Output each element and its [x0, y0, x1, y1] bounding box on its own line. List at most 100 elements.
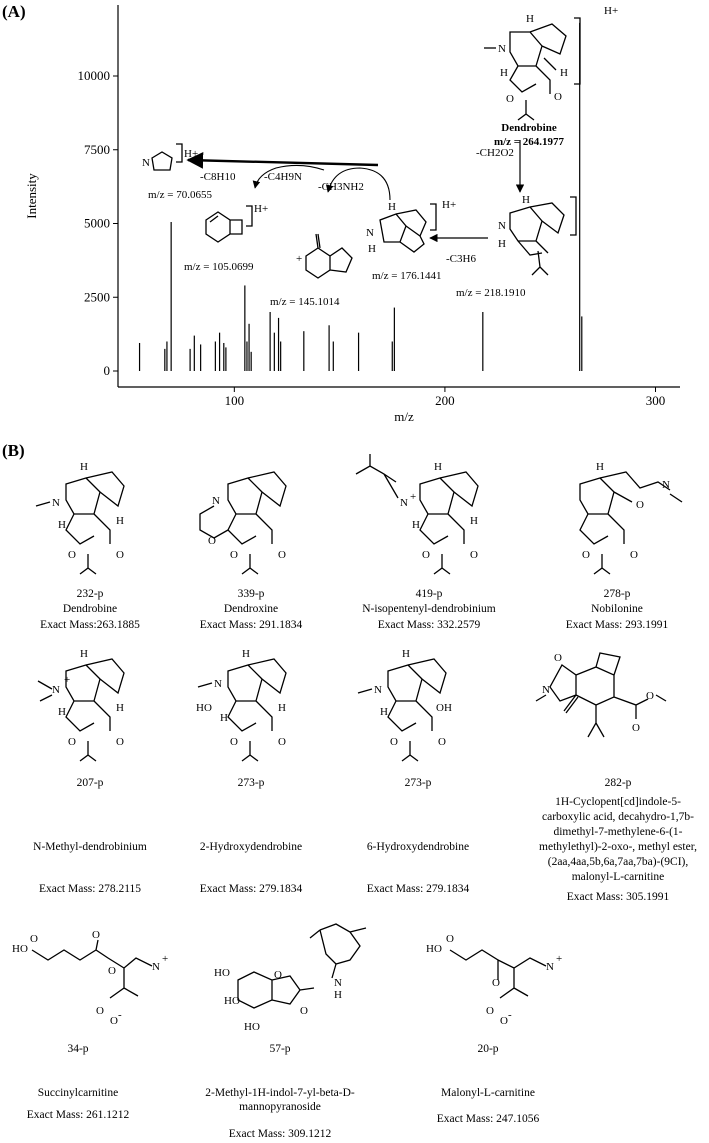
svg-text:N: N: [542, 684, 550, 696]
svg-text:HO: HO: [244, 1021, 260, 1033]
caption-mass: Exact Mass: 309.1212: [229, 1128, 332, 1140]
caption-name: N-isopentenyl-dendrobinium: [362, 603, 496, 615]
dendrobine-mz-label: m/z = 264.1977: [494, 136, 565, 148]
caption-id: 20-p: [477, 1043, 498, 1055]
caption-id: 419-p: [416, 588, 443, 600]
svg-text:HO: HO: [426, 943, 442, 955]
svg-text:N: N: [498, 43, 506, 55]
caption-mass: Exact Mass: 261.1212: [27, 1109, 130, 1121]
svg-text:O: O: [506, 93, 514, 105]
x-axis-label: m/z: [394, 409, 414, 424]
svg-text:H: H: [58, 519, 66, 531]
svg-text:N: N: [374, 684, 382, 696]
mz-218-label: m/z = 218.1910: [456, 287, 526, 299]
svg-text:H: H: [498, 238, 506, 250]
caption-name-line: 1H-Cyclopent[cd]indole-5-: [555, 796, 681, 808]
svg-text:O: O: [108, 965, 116, 977]
x-tick-label: 200: [435, 393, 455, 408]
caption-name-line: methylethyl)-2-oxo-, methyl ester,: [539, 841, 697, 853]
svg-text:O: O: [500, 1015, 508, 1027]
loss-ch2o2: -CH2O2: [476, 147, 514, 159]
svg-text:N: N: [546, 961, 554, 973]
svg-text:O: O: [492, 977, 500, 989]
caption-id: 339-p: [238, 588, 265, 600]
svg-text:+: +: [296, 253, 302, 265]
y-axis-label: Intensity: [24, 173, 39, 219]
caption-273-p-a: 273-p 2-Hydroxydendrobine Exact Mass: 27…: [200, 777, 303, 895]
svg-text:H: H: [80, 461, 88, 473]
y-tick-label: 5000: [84, 216, 110, 231]
x-tick-label: 300: [646, 393, 666, 408]
svg-text:N: N: [366, 227, 374, 239]
y-tick-label: 2500: [84, 289, 110, 304]
caption-name-line: dimethyl-7-methylene-6-(1-: [553, 826, 682, 838]
caption-id: 282-p: [605, 777, 632, 789]
svg-text:O: O: [230, 736, 238, 748]
svg-text:OH: OH: [436, 702, 452, 714]
caption-mass: Exact Mass: 279.1834: [200, 883, 303, 895]
structure-malonyl-l-carnitine: HO O O N+ O O-: [426, 933, 562, 1027]
svg-text:O: O: [116, 549, 124, 561]
svg-text:H: H: [522, 194, 530, 206]
mz-145-label: m/z = 145.1014: [270, 296, 340, 308]
svg-text:H: H: [470, 515, 478, 527]
svg-text:H: H: [434, 461, 442, 473]
caption-mass: Exact Mass: 305.1991: [567, 891, 670, 903]
svg-text:O: O: [278, 736, 286, 748]
svg-text:N: N: [142, 157, 150, 169]
caption-339-p: 339-p Dendroxine Exact Mass: 291.1834: [200, 588, 303, 631]
caption-name: Nobilonine: [591, 603, 643, 615]
svg-text:O: O: [278, 549, 286, 561]
svg-text:O: O: [554, 91, 562, 103]
svg-text:O: O: [486, 1005, 494, 1017]
svg-text:O: O: [554, 652, 562, 664]
fragment-176-structure: N H H: [366, 201, 437, 255]
svg-text:H: H: [220, 712, 228, 724]
caption-name-line: 2-Methyl-1H-indol-7-yl-beta-D-: [205, 1087, 355, 1099]
svg-text:O: O: [274, 969, 282, 981]
hplus-parent: H+: [604, 5, 618, 17]
caption-name: 2-Hydroxydendrobine: [200, 841, 302, 853]
svg-text:O: O: [646, 690, 654, 702]
caption-mass: Exact Mass: 247.1056: [437, 1113, 540, 1125]
dendrobine-name-label: Dendrobine: [501, 122, 557, 134]
svg-text:H: H: [368, 243, 376, 255]
svg-text:O: O: [390, 736, 398, 748]
caption-name: Succinylcarnitine: [38, 1087, 118, 1099]
loss-ch3nh2: -CH3NH2: [318, 181, 364, 193]
caption-20-p: 20-p Malonyl-L-carnitine Exact Mass: 247…: [437, 1043, 540, 1125]
caption-name-line: carboxylic acid, decahydro-1,7b-: [542, 811, 694, 823]
caption-278-p: 278-p Nobilonine Exact Mass: 293.1991: [566, 588, 669, 631]
svg-text:N: N: [152, 961, 160, 973]
caption-273-p-b: 273-p 6-Hydroxydendrobine Exact Mass: 27…: [367, 777, 470, 895]
svg-text:H: H: [412, 519, 420, 531]
svg-text:O: O: [68, 736, 76, 748]
caption-mass: Exact Mass: 291.1834: [200, 619, 303, 631]
caption-name: Dendrobine: [63, 603, 117, 615]
caption-mass: Exact Mass: 293.1991: [566, 619, 669, 631]
svg-text:O: O: [422, 549, 430, 561]
mz-105-label: m/z = 105.0699: [184, 261, 254, 273]
svg-text:HO: HO: [214, 967, 230, 979]
svg-text:O: O: [636, 499, 644, 511]
svg-text:N: N: [212, 495, 220, 507]
caption-34-p: 34-p Succinylcarnitine Exact Mass: 261.1…: [27, 1043, 130, 1121]
svg-text:N: N: [214, 678, 222, 690]
mz-176-label: m/z = 176.1441: [372, 270, 441, 282]
caption-mass: Exact Mass: 332.2579: [378, 619, 481, 631]
svg-text:H: H: [526, 13, 534, 25]
caption-name: Dendroxine: [224, 603, 278, 615]
caption-mass: Exact Mass: 279.1834: [367, 883, 470, 895]
fragment-218-structure: N H H: [498, 194, 577, 276]
svg-text:N: N: [498, 220, 506, 232]
svg-text:-: -: [508, 1009, 512, 1021]
svg-text:H: H: [402, 648, 410, 660]
